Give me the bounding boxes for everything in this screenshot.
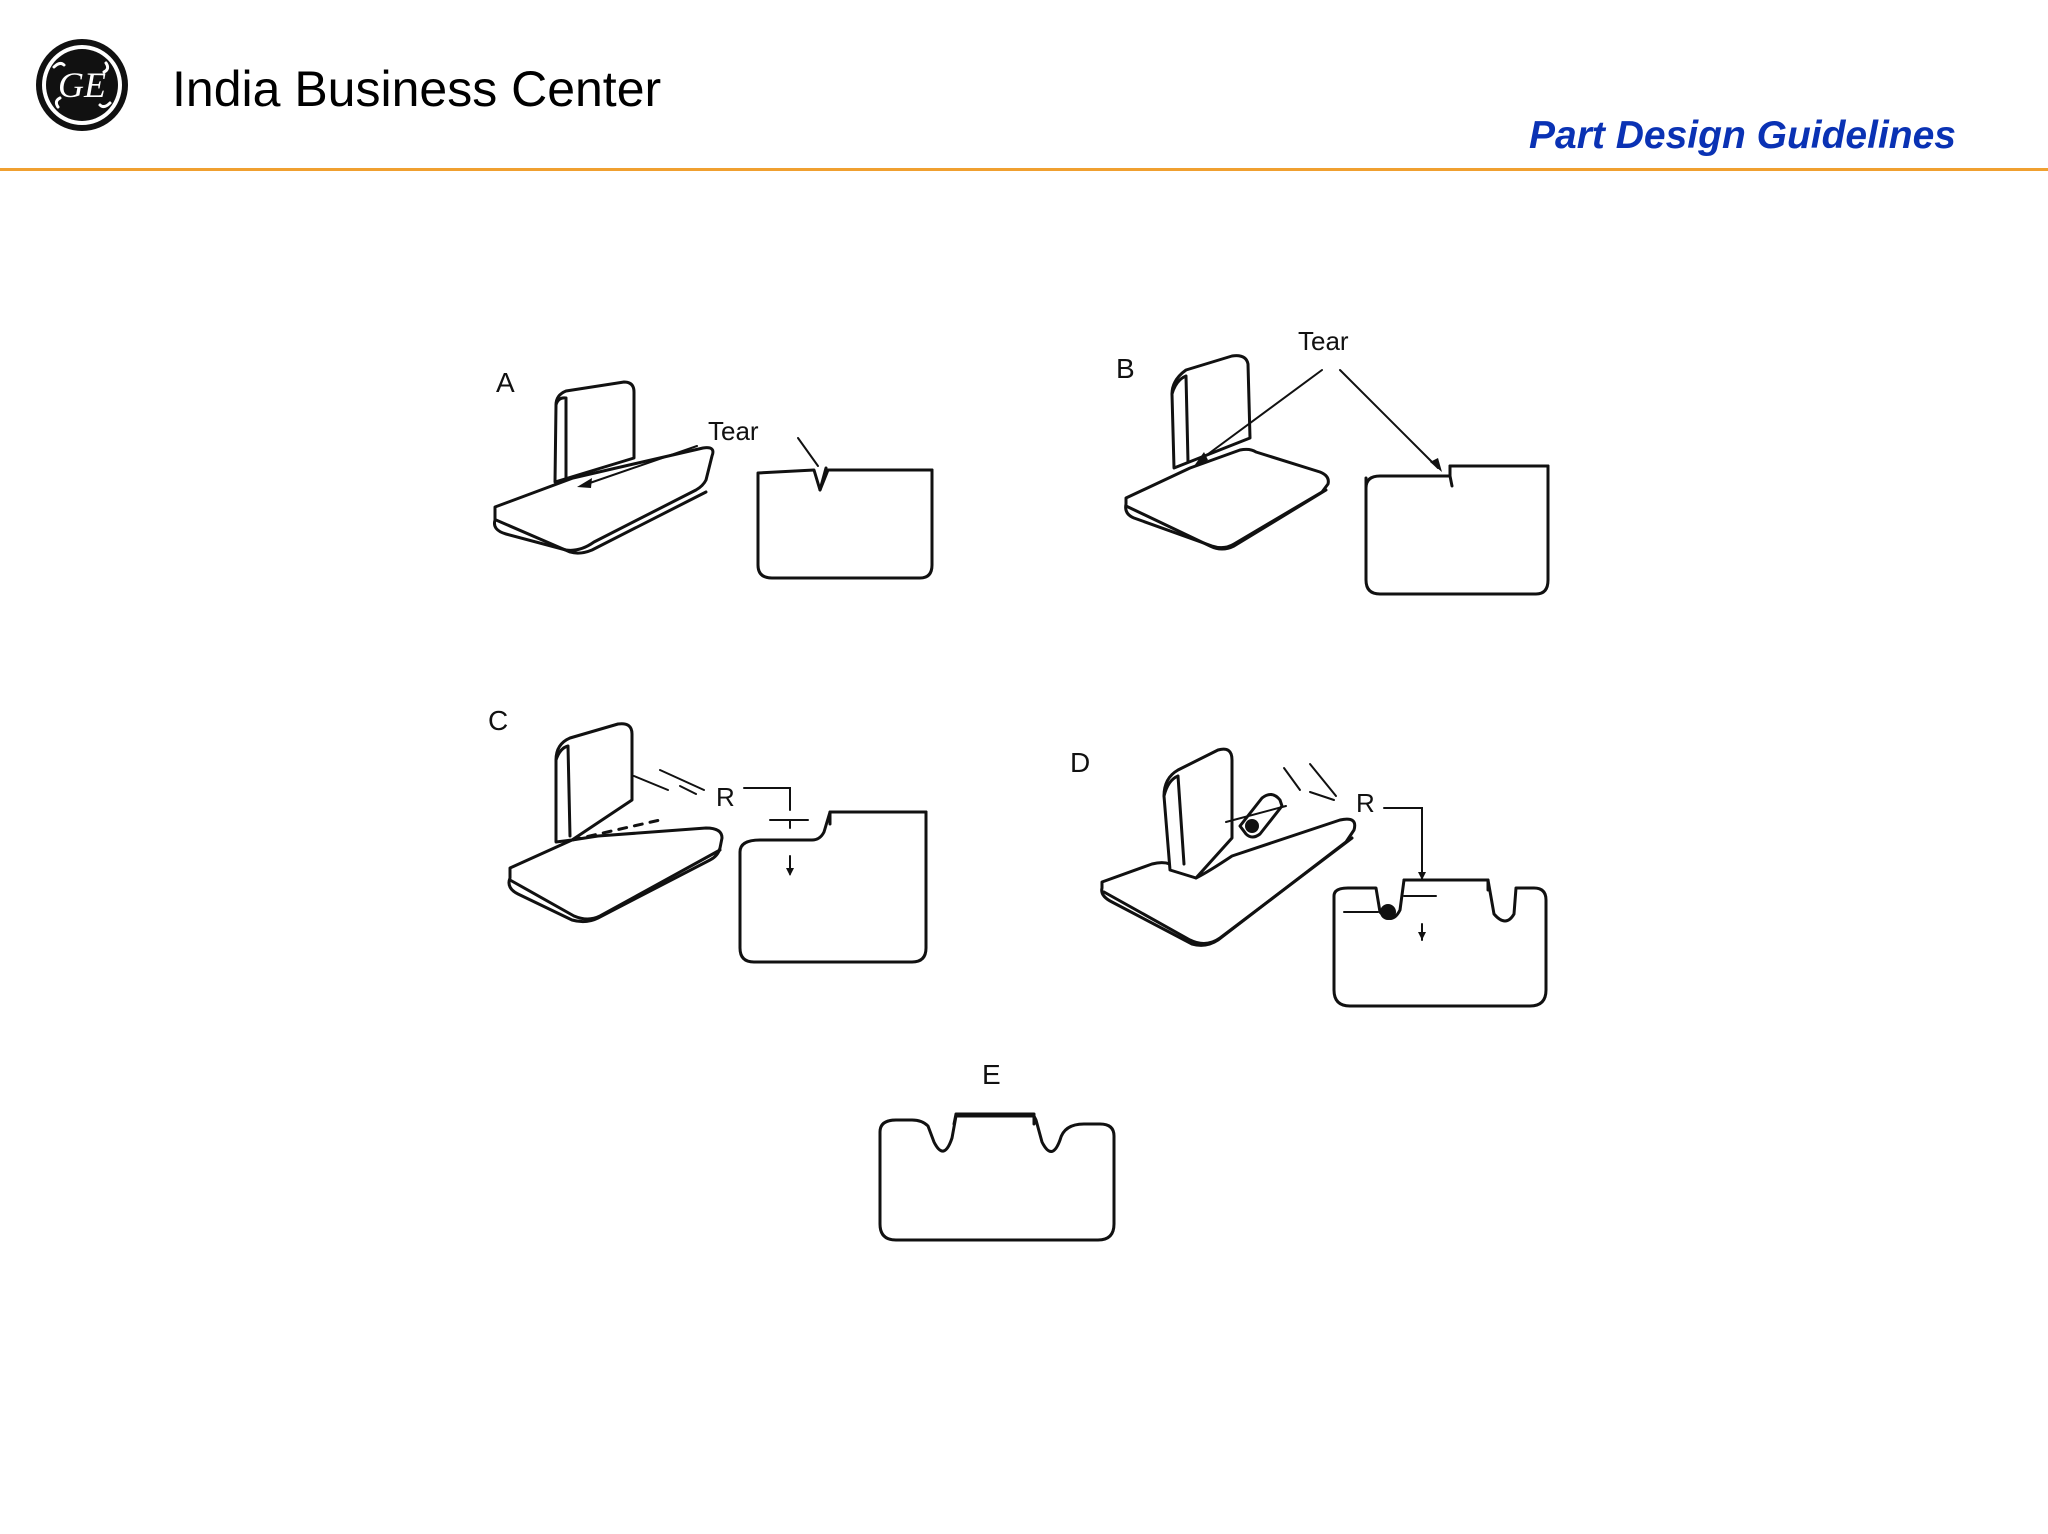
company-name: India Business Center bbox=[172, 61, 662, 117]
figure-d: D R bbox=[1070, 747, 1548, 1008]
r-label-d: R bbox=[1356, 788, 1375, 818]
r-label-c: R bbox=[716, 782, 735, 812]
label-c: C bbox=[488, 705, 508, 736]
header-divider bbox=[0, 168, 2048, 171]
figure-b: B Tear bbox=[1116, 326, 1550, 596]
svg-text:GE: GE bbox=[58, 65, 106, 105]
label-e: E bbox=[982, 1059, 1001, 1090]
section-title: Part Design Guidelines bbox=[1529, 114, 1956, 157]
label-b: B bbox=[1116, 353, 1135, 384]
label-a: A bbox=[496, 367, 515, 398]
figure-a: A Tear bbox=[493, 367, 934, 580]
label-d: D bbox=[1070, 747, 1090, 778]
ge-logo: GE bbox=[36, 39, 128, 131]
figure-c: C R bbox=[488, 705, 928, 964]
tear-label-b: Tear bbox=[1298, 326, 1349, 356]
tear-label-a: Tear bbox=[708, 416, 759, 446]
figure-e: E bbox=[878, 1059, 1116, 1242]
